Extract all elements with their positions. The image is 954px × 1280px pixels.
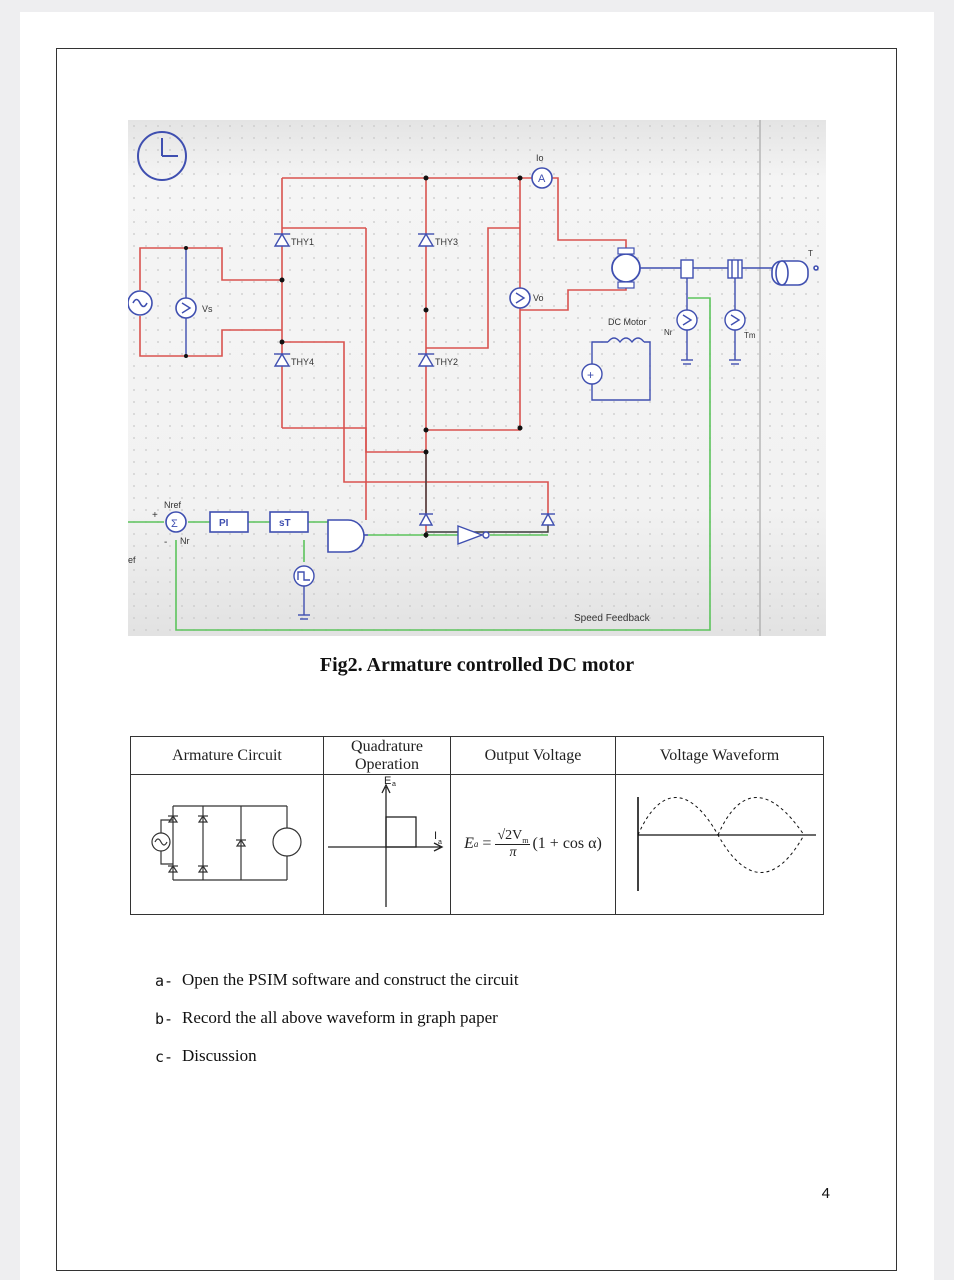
- vs-label: Vs: [202, 304, 213, 314]
- pi-controller: PI: [209, 511, 249, 533]
- vs-voltmeter: Vs: [175, 248, 213, 356]
- svg-text:THY2: THY2: [435, 357, 458, 367]
- svg-text:a: a: [392, 781, 396, 788]
- thyristor-thy3: THY3: [417, 232, 458, 247]
- list-item: c- Discussion: [155, 1046, 257, 1066]
- not-gate: [457, 524, 490, 546]
- circuit-figure: Vs THY1 THY3 THY4 THY2 Vo: [128, 120, 826, 636]
- thyristor-thy2: THY2: [417, 352, 458, 367]
- speed-feedback-label: Speed Feedback: [574, 613, 651, 624]
- junction-dots: [184, 175, 523, 538]
- svg-text:THY4: THY4: [291, 357, 314, 367]
- gate-driver-left: [418, 512, 434, 526]
- svg-text:E: E: [384, 775, 391, 787]
- ammeter-io: A Io: [531, 153, 553, 189]
- svg-text:Io: Io: [536, 153, 544, 163]
- svg-text:Nr: Nr: [180, 536, 190, 546]
- torque-sensor: Tm: [724, 259, 756, 365]
- svg-text:T: T: [808, 249, 813, 258]
- summing-junction: Σ Nref + Nr -: [152, 500, 190, 548]
- ef-label: ef: [128, 555, 136, 565]
- voltage-waveform-cell: [615, 774, 824, 915]
- ac-source: [128, 290, 153, 316]
- operation-table: Armature Circuit Quadrature Operation Ou…: [130, 736, 824, 915]
- feedback-wiring: [128, 297, 711, 631]
- thyristor-thy4: THY4: [273, 352, 314, 367]
- table-header-row: Armature Circuit Quadrature Operation Ou…: [130, 736, 824, 775]
- svg-text:+: +: [152, 510, 158, 521]
- square-wave-source: [293, 565, 315, 620]
- voltage-waveform-plot: [636, 797, 816, 891]
- armature-circuit-cell: [130, 774, 324, 915]
- header-output-voltage: Output Voltage: [450, 736, 616, 775]
- svg-text:THY1: THY1: [291, 237, 314, 247]
- thyristor-thy1: THY1: [273, 232, 314, 247]
- svg-text:PI: PI: [219, 518, 229, 529]
- svg-text:THY3: THY3: [435, 237, 458, 247]
- header-voltage-waveform: Voltage Waveform: [615, 736, 824, 775]
- list-item: a- Open the PSIM software and construct …: [155, 970, 519, 990]
- page-border: [56, 48, 897, 1271]
- speed-sensor: Nr: [664, 259, 698, 365]
- instruction-list: a- Open the PSIM software and construct …: [155, 970, 519, 1084]
- armature-circuit-diagram: [151, 805, 302, 881]
- svg-text:Nref: Nref: [164, 500, 182, 510]
- svg-text:Σ: Σ: [171, 518, 178, 530]
- quadrant-cell: E a I a: [323, 774, 451, 915]
- field-winding: +: [581, 337, 651, 401]
- header-armature-circuit: Armature Circuit: [130, 736, 324, 775]
- svg-text:DC Motor: DC Motor: [608, 317, 647, 327]
- and-gate: [327, 519, 368, 553]
- figure-caption: Fig2. Armature controlled DC motor: [319, 654, 635, 676]
- svg-text:+: +: [587, 368, 594, 382]
- quadrant-diagram: E a I a: [328, 775, 444, 907]
- svg-text:A: A: [538, 173, 546, 185]
- page-number: 4: [821, 1185, 830, 1202]
- gate-driver-right: [540, 512, 556, 526]
- clock-icon: [137, 131, 187, 181]
- svg-text:I: I: [434, 830, 437, 842]
- mechanical-load: T: [771, 249, 819, 286]
- svg-text:Vo: Vo: [533, 293, 544, 303]
- list-item: b- Record the all above waveform in grap…: [155, 1008, 498, 1028]
- header-quadrature-operation: Quadrature Operation: [323, 736, 451, 775]
- svg-text:sT: sT: [279, 518, 291, 529]
- dc-motor: DC Motor: [608, 247, 808, 327]
- svg-text:Nr: Nr: [664, 328, 673, 337]
- svg-text:Tm: Tm: [744, 331, 756, 340]
- st-block: sT: [269, 511, 309, 533]
- svg-text:a: a: [438, 839, 442, 846]
- vo-voltmeter: Vo: [509, 287, 544, 309]
- svg-text:-: -: [164, 537, 167, 548]
